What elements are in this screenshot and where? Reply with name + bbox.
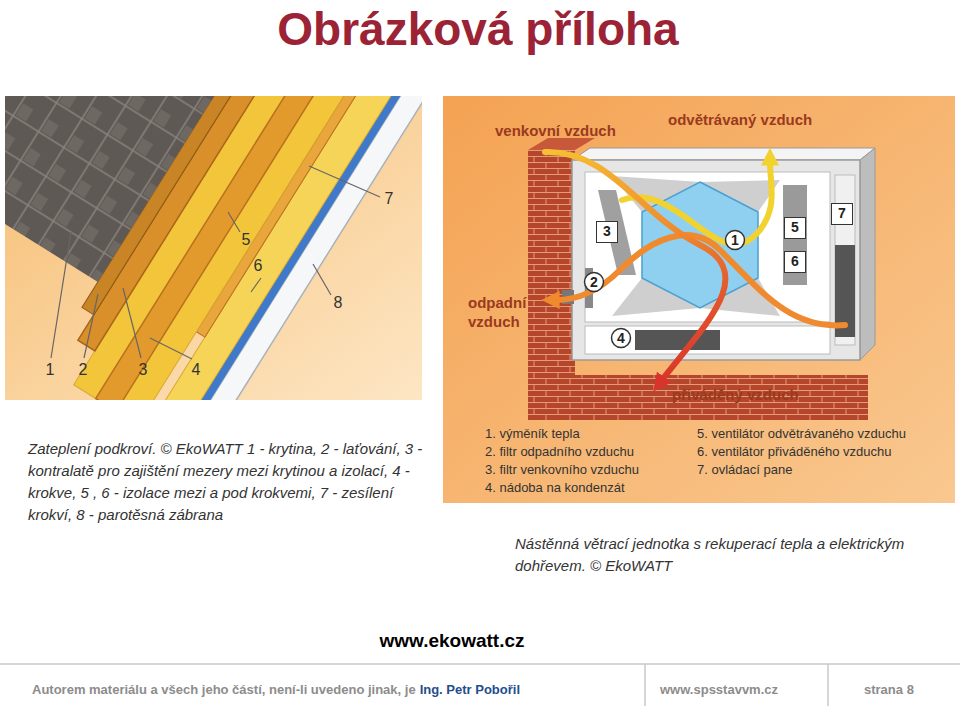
ventilation-unit-illustration <box>443 96 955 503</box>
callout-number: 1 <box>724 229 746 251</box>
callout-number: 7 <box>385 190 394 208</box>
brick-wall <box>528 375 868 420</box>
callout-number: 8 <box>334 294 343 312</box>
callout-square: 7 <box>831 203 853 225</box>
unit-housing <box>835 175 855 345</box>
airflow-arrow <box>545 152 725 380</box>
part-list-item: 4. nádoba na kondenzát <box>485 480 625 495</box>
brick-wall <box>528 138 595 150</box>
unit-housing <box>572 148 875 160</box>
roof-illustration <box>5 96 422 400</box>
footer-rule <box>0 664 960 706</box>
unit-housing <box>585 326 830 354</box>
website-link: www.ekowatt.cz <box>380 630 525 652</box>
footer-text: Autorem materiálu a všech jeho částí, ne… <box>32 682 416 697</box>
callout-number: 3 <box>597 222 617 241</box>
unit-housing <box>783 185 807 285</box>
part-list-item: 2. filtr odpadního vzduchu <box>485 444 634 459</box>
part-list-item: 5. ventilátor odvětrávaného vzduchu <box>697 426 906 441</box>
callout-square: 5 <box>784 217 806 239</box>
figure-caption: Zateplení podkroví. © EkoWATT 1 - krytin… <box>28 438 423 526</box>
callout-number: 5 <box>242 231 251 249</box>
airflow-label: odpadní vzduch <box>468 293 540 331</box>
airflow-arrow <box>545 152 845 380</box>
callout-circle: 4 <box>610 327 632 349</box>
leader-line <box>228 212 240 232</box>
callout-circle: 2 <box>583 271 605 293</box>
leader-line <box>51 232 71 358</box>
footer-text: strana 8 <box>864 682 914 697</box>
callout-number: 6 <box>785 252 805 271</box>
part-list-item: 3. filtr venkovního vzduchu <box>485 462 639 477</box>
roof-illustration <box>5 96 422 400</box>
callout-number: 7 <box>832 204 852 223</box>
callout-number: 3 <box>139 361 148 379</box>
ventilation-unit-illustration <box>443 96 955 503</box>
callout-number: 5 <box>785 218 805 237</box>
leader-line <box>313 264 331 295</box>
callout-circle: 1 <box>724 229 746 251</box>
callout-number: 2 <box>79 361 88 379</box>
brick-wall <box>528 138 868 420</box>
leader-line <box>84 294 98 358</box>
footer-rule <box>644 664 646 706</box>
leader-line <box>51 166 380 359</box>
leader-line <box>309 166 380 197</box>
footer-rule <box>0 663 960 665</box>
footer-text: www.spsstavvm.cz <box>660 682 778 697</box>
unit-housing <box>635 330 720 350</box>
airflow-label: odvětrávaný vzduch <box>668 110 812 129</box>
leader-line <box>123 288 141 358</box>
part-list-item: 6. ventilátor přiváděného vzduchu <box>697 444 891 459</box>
footer-rule <box>827 664 829 706</box>
part-list-item: 1. výměník tepla <box>485 426 580 441</box>
callout-number: 2 <box>583 271 605 293</box>
callout-number: 6 <box>254 257 263 275</box>
author-name: Ing. Petr Pobořil <box>420 682 520 697</box>
callout-number: 4 <box>610 327 632 349</box>
part-list-item: 7. ovládací pane <box>697 462 792 477</box>
callout-number: 1 <box>46 361 55 379</box>
callout-square: 6 <box>784 251 806 273</box>
airflow-label: venkovní vzduch <box>495 121 616 140</box>
leader-line <box>150 338 192 359</box>
unit-housing <box>562 148 875 360</box>
callout-square: 3 <box>596 221 618 243</box>
airflow-label: přiváděný vzduch <box>672 385 799 404</box>
leader-line <box>251 278 261 292</box>
figure-caption: Nástěnná větrací jednotka s rekuperací t… <box>515 533 915 577</box>
airflow-arrow <box>556 235 845 325</box>
slide-title: Obrázková příloha <box>0 2 956 56</box>
unit-housing <box>860 148 875 360</box>
callout-number: 4 <box>192 361 201 379</box>
